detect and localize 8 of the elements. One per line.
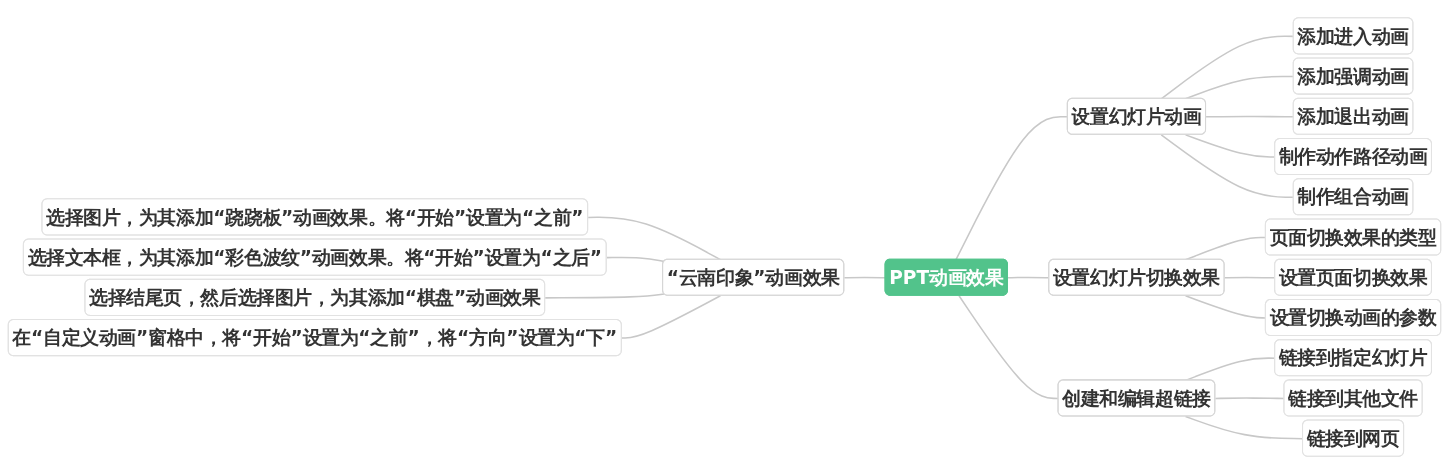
node-text: 链接到指定幻灯片 xyxy=(1278,346,1428,369)
connector xyxy=(621,295,722,339)
node-text: 选择结尾页，然后选择图片，为其添加“棋盘”动画效果 xyxy=(89,286,541,309)
node-text: 设置切换动画的参数 xyxy=(1269,306,1437,329)
node-text: 在“自定义动画”窗格中，将“开始”设置为“之前”，将“方向”设置为“下” xyxy=(12,326,618,349)
node-text: 设置页面切换效果 xyxy=(1278,266,1428,289)
node-text: 制作动作路径动画 xyxy=(1278,145,1428,168)
connector xyxy=(587,216,722,261)
